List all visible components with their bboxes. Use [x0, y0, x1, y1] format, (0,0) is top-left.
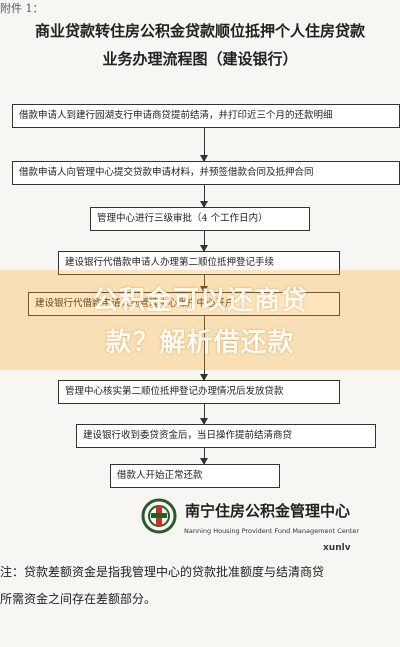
flow-arrow-4 [200, 275, 208, 293]
flow-arrow-6 [200, 404, 208, 425]
org-name-cn: 南宁住房公积金管理中心 [185, 502, 351, 520]
flow-step-6: 管理中心核实第二顺位抵押登记办理情况后发放贷款 [58, 380, 340, 404]
flow-arrow-2 [200, 185, 208, 208]
flow-step-3: 管理中心进行三级审批（4 个工作日内） [90, 207, 310, 231]
flow-step-2: 借款申请人向管理中心提交贷款申请材料，并预签借款合同及抵押合同 [12, 161, 400, 185]
flow-step-5: 建设银行代借款申请人到管理中心账户中心开户 [28, 292, 340, 316]
overlay-title-line2: 款？解析借还款 [105, 328, 295, 358]
page-title: 商业贷款转住房公积金贷款顺位抵押个人住房贷款 [34, 22, 365, 40]
housing-fund-logo-icon [141, 498, 177, 534]
flow-arrow-1 [200, 128, 208, 162]
attachment-label: 附件 1： [0, 2, 44, 15]
org-name-en: Nanning Housing Provident Fund Managemen… [184, 527, 360, 535]
flow-step-1: 借款申请人到建行园湖支行申请商贷提前结清，并打印近三个月的还款明细 [12, 104, 400, 128]
footnote-line2: 所需资金之间存在差额部分。 [0, 592, 157, 606]
flow-arrow-7 [200, 448, 208, 465]
flow-arrow-3 [200, 231, 208, 252]
flow-arrow-5 [200, 316, 208, 381]
page-subtitle: 业务办理流程图（建设银行） [102, 50, 298, 68]
footnote-line1: 注：贷款差额资金是指我管理中心的贷款批准额度与结清商贷 [0, 565, 325, 579]
flow-step-7: 建设银行收到委贷资金后，当日操作提前结清商贷 [76, 424, 376, 448]
site-watermark: xunlv [323, 543, 351, 553]
flow-step-4: 建设银行代借款申请人办理第二顺位抵押登记手续 [58, 251, 340, 275]
overlay-title-line1: 公积金可以还商贷 [91, 286, 308, 316]
flow-step-8: 借款人开始正常还款 [110, 464, 280, 488]
overlay-banner: 公积金可以还商贷 款？解析借还款 [0, 270, 400, 370]
